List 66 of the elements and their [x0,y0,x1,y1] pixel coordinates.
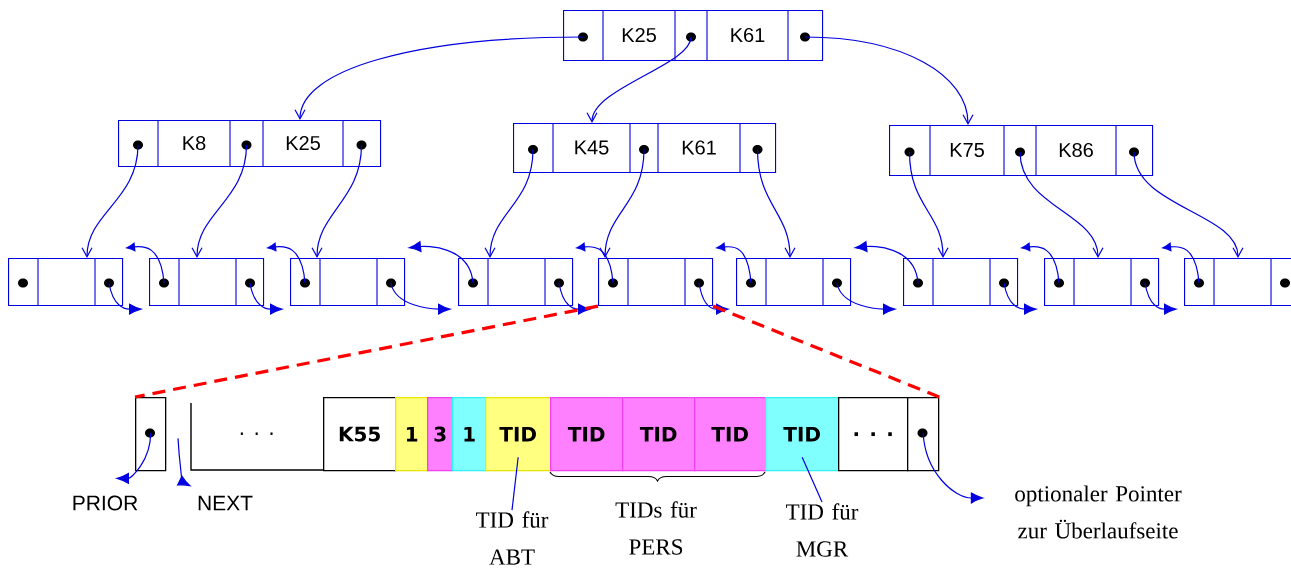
leaf-page [598,257,714,307]
leaf-page [8,257,124,307]
arrow [576,242,614,284]
arrow [1144,282,1177,315]
record-field: TID [765,397,840,472]
index-page: K75 K86 [889,124,1154,177]
arrow [191,144,248,258]
arrow [854,241,919,284]
record-field: 3 [427,397,454,472]
arrow [108,282,142,315]
leaf-page [458,257,574,307]
index-page: K45 K61 [513,122,777,174]
arrow [294,36,584,120]
record-field: TID [550,397,624,472]
record-field: 1 [452,397,487,472]
arrow [116,432,152,484]
arrow [908,151,949,258]
leaf-page [1044,257,1160,307]
arrow [1162,242,1200,284]
arrow [836,282,896,315]
record-field: 1 [395,397,429,472]
arrow [1133,151,1244,258]
arrow [1019,151,1104,258]
arrow [249,282,283,315]
arrow [698,282,729,315]
leaf-page [736,257,852,307]
arrow [126,242,165,284]
arrow [408,241,474,284]
arrow [804,36,974,125]
leader-line [801,456,823,503]
leaf-page [149,257,265,307]
arrow [81,144,139,258]
annotation-text: optionaler Pointer zur Überlaufseite [1015,485,1182,539]
arrow [756,148,796,258]
pointer-cell [135,397,167,472]
leaf-page [1184,257,1291,307]
arrow [484,148,534,258]
leaf-page [903,257,1019,307]
index-page: K8 K25 [118,119,382,168]
arrow [599,148,645,258]
arrow [1021,242,1060,284]
index-page: K25 K61 [563,9,824,62]
record-field: TID [622,397,696,472]
arrow [311,144,363,258]
record-field: TID [694,397,767,472]
arrow [267,242,306,284]
arrow [390,282,451,315]
arrow [716,242,752,284]
pointer-label: NEXT [198,495,253,511]
pointer-cell [907,397,940,472]
record-field: . . . [190,402,324,471]
zoom-line [712,304,940,399]
annotation-text: TID für ABT [476,511,549,565]
arrow [177,437,191,487]
annotation-text: TIDs für PERS [615,501,697,555]
annotation-text: TID für MGR [786,503,859,557]
pointer-label: PRIOR [73,495,138,511]
leader-line [511,456,519,511]
record-field: TID [485,397,552,472]
arrow [558,282,591,315]
leaf-page [290,257,406,307]
zoom-line [134,304,599,399]
record-field: K55 [323,397,397,472]
arrow [1003,282,1037,315]
arrow [586,36,692,123]
arrow [922,432,984,504]
